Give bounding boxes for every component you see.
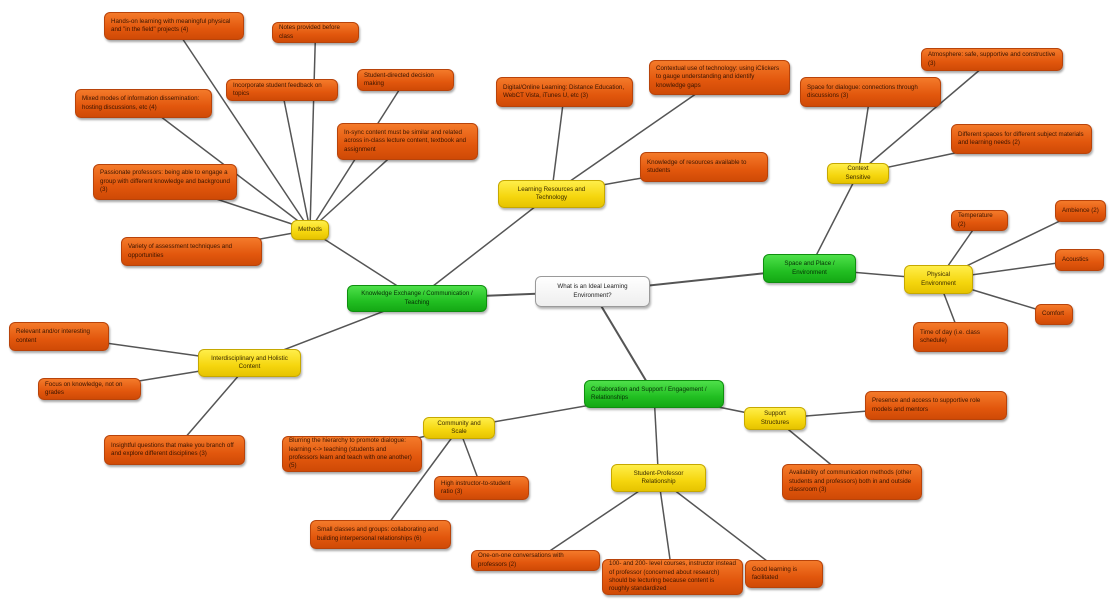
leaf-ambience[interactable]: Ambience (2) (1055, 200, 1106, 222)
subtopic-learning-resources[interactable]: Learning Resources and Technology (498, 180, 605, 208)
subtopic-student-professor[interactable]: Student-Professor Relationship (611, 464, 706, 492)
topic-space-place[interactable]: Space and Place / Environment (763, 254, 856, 283)
leaf-one-on-one[interactable]: One-on-one conversations with professors… (471, 550, 600, 571)
leaf-insightful-questions[interactable]: Insightful questions that make you branc… (104, 435, 245, 465)
leaf-space-dialogue[interactable]: Space for dialogue: connections through … (800, 77, 941, 107)
leaf-variety-assessment[interactable]: Variety of assessment techniques and opp… (121, 237, 262, 266)
connector-subtopic-community-scale-leaf-small-classes (379, 427, 460, 535)
subtopic-physical-environment[interactable]: Physical Environment (904, 265, 973, 294)
leaf-knowledge-resources[interactable]: Knowledge of resources available to stud… (640, 152, 768, 182)
connector-subtopic-methods-leaf-hands-on (173, 25, 311, 231)
leaf-student-directed[interactable]: Student-directed decision making (357, 69, 454, 91)
leaf-availability-comm[interactable]: Availability of communication methods (o… (782, 464, 922, 500)
leaf-temperature[interactable]: Temperature (2) (951, 210, 1008, 231)
leaf-acoustics[interactable]: Acoustics (1055, 249, 1104, 271)
connector-root-node-topic-collaboration (591, 290, 655, 395)
leaf-passionate[interactable]: Passionate professors: being able to eng… (93, 164, 237, 200)
leaf-different-spaces[interactable]: Different spaces for different subject m… (951, 124, 1092, 154)
leaf-contextual-tech[interactable]: Contextual use of technology: using iCli… (649, 60, 790, 95)
subtopic-methods[interactable]: Methods (291, 220, 329, 240)
leaf-lower-courses[interactable]: 100- and 200- level courses, instructor … (602, 559, 743, 595)
leaf-comfort[interactable]: Comfort (1035, 304, 1073, 325)
topic-knowledge-exchange[interactable]: Knowledge Exchange / Communication / Tea… (347, 285, 487, 312)
leaf-mixed-modes[interactable]: Mixed modes of information dissemination… (75, 89, 212, 118)
leaf-good-learning[interactable]: Good learning is facilitated (745, 560, 823, 588)
leaf-hands-on[interactable]: Hands-on learning with meaningful physic… (104, 12, 244, 40)
connector-subtopic-methods-leaf-notes-before (309, 32, 317, 231)
connector-topic-knowledge-exchange-subtopic-learning-resources (416, 193, 552, 300)
leaf-time-of-day[interactable]: Time of day (i.e. class schedule) (913, 322, 1008, 352)
connector-subtopic-learning-resources-leaf-digital-online (550, 91, 566, 195)
subtopic-context-sensitive[interactable]: Context Sensitive (827, 163, 889, 184)
leaf-atmosphere[interactable]: Atmosphere: safe, supportive and constru… (921, 48, 1063, 71)
subtopic-interdisciplinary[interactable]: Interdisciplinary and Holistic Content (198, 349, 301, 377)
leaf-incorporate-feedback[interactable]: Incorporate student feedback on topics (226, 79, 338, 101)
leaf-digital-online[interactable]: Digital/Online Learning: Distance Educat… (496, 77, 633, 107)
root-node[interactable]: What is an Ideal Learning Environment? (535, 276, 650, 307)
connector-subtopic-methods-leaf-incorporate-feedback (281, 89, 311, 231)
leaf-notes-before[interactable]: Notes provided before class (272, 22, 359, 43)
connector-subtopic-learning-resources-leaf-contextual-tech (551, 76, 720, 195)
leaf-in-sync[interactable]: In-sync content must be similar and rela… (337, 123, 478, 160)
subtopic-support-structures[interactable]: Support Structures (744, 407, 806, 430)
leaf-blurring-hierarchy[interactable]: Blurring the hierarchy to promote dialog… (282, 436, 422, 472)
leaf-presence-access[interactable]: Presence and access to supportive role m… (865, 391, 1007, 420)
topic-collaboration[interactable]: Collaboration and Support / Engagement /… (584, 380, 724, 408)
leaf-relevant-content[interactable]: Relevant and/or interesting content (9, 322, 109, 351)
connector-topic-space-place-subtopic-context-sensitive (808, 173, 859, 269)
leaf-small-classes[interactable]: Small classes and groups: collaborating … (310, 520, 451, 549)
connector-subtopic-student-professor-leaf-good-learning (658, 477, 785, 575)
subtopic-community-scale[interactable]: Community and Scale (423, 417, 495, 439)
connector-subtopic-context-sensitive-leaf-atmosphere (857, 58, 993, 175)
leaf-focus-knowledge[interactable]: Focus on knowledge, not on grades (38, 378, 141, 400)
leaf-high-ratio[interactable]: High instructor-to-student ratio (3) (434, 476, 529, 500)
